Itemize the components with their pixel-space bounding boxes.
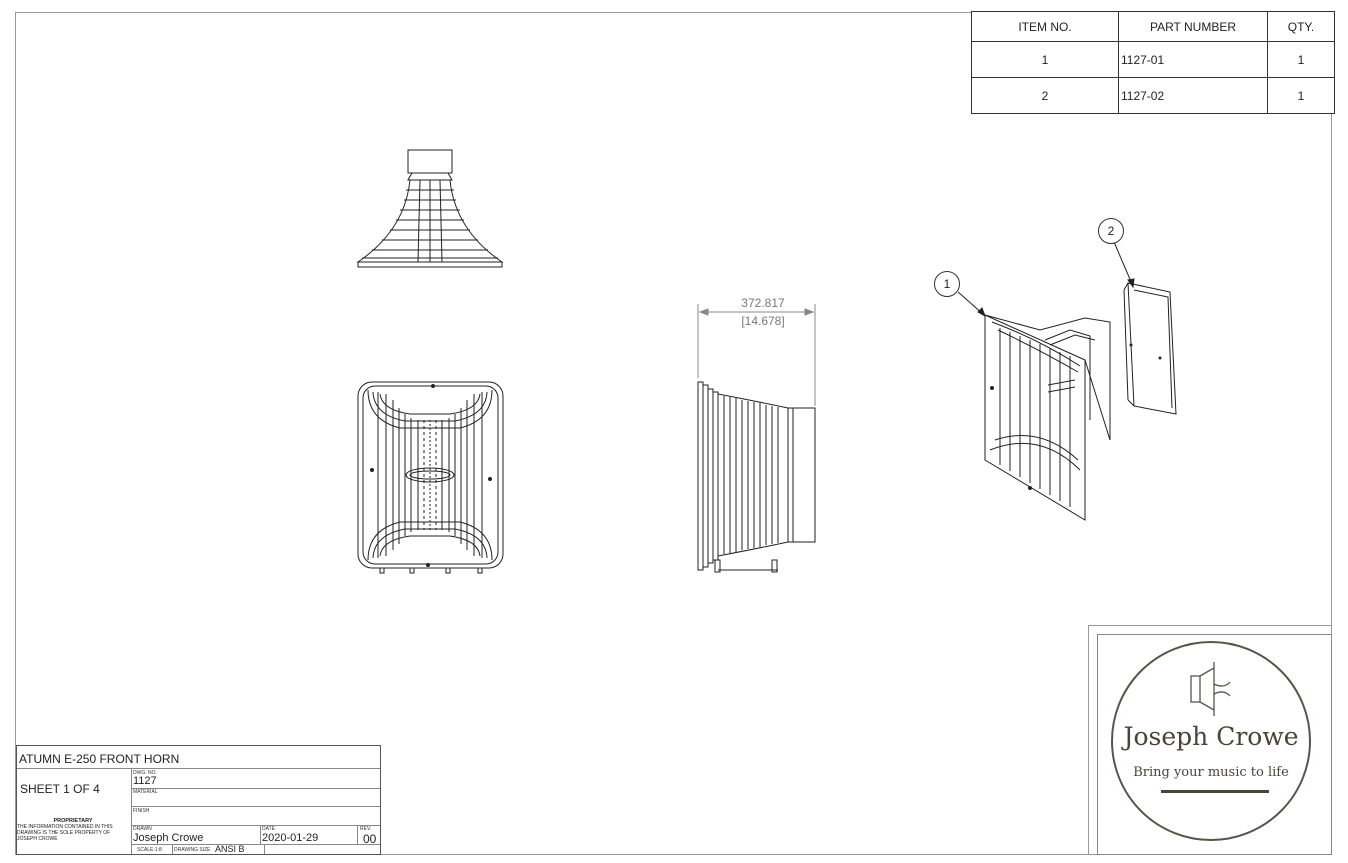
drawing-size-value: ANSI B — [215, 844, 245, 854]
bom-qty: 1 — [1267, 77, 1335, 114]
dimension-metric: 372.817 — [741, 296, 785, 310]
scale-label: SCALE:1:8 — [137, 847, 162, 853]
dimension-imperial: [14.678] — [741, 314, 785, 328]
proprietary-text: THE INFORMATION CONTAINED IN THIS DRAWIN… — [17, 824, 113, 842]
material-label: MATERIAL — [133, 789, 158, 795]
bom-header-qty: QTY. — [1267, 11, 1335, 42]
logo-underline — [1161, 790, 1269, 793]
drawing-sheet-border — [15, 12, 1332, 855]
logo-name: Joseph Crowe — [1123, 722, 1299, 751]
sheet-number: SHEET 1 OF 4 — [20, 782, 100, 796]
logo-inner-frame — [1097, 634, 1332, 855]
drawn-label: DRAWN — [133, 826, 152, 832]
date-label: DATE — [262, 826, 275, 832]
dwg-no-value: 1127 — [133, 775, 157, 787]
drawing-title: ATUMN E-250 FRONT HORN — [19, 752, 180, 766]
proprietary-label: PROPRIETARY — [53, 818, 93, 824]
bom-part-number: 1127-02 — [1118, 77, 1268, 114]
rev-value: 00 — [363, 832, 377, 846]
bom-row: 2 1127-02 1 — [971, 77, 1335, 114]
bom-part-number: 1127-01 — [1118, 41, 1268, 78]
logo-circle — [1111, 641, 1311, 841]
front-view — [357, 381, 504, 574]
top-view — [356, 149, 504, 268]
date-value: 2020-01-29 — [262, 832, 319, 844]
finish-label: FINISH — [133, 808, 150, 814]
isometric-view — [957, 241, 1177, 521]
title-block: ATUMN E-250 FRONT HORN SHEET 1 OF 4 PROP… — [16, 745, 381, 855]
drawing-size-label: DRAWING SIZE — [174, 847, 211, 853]
bom-item-no: 2 — [971, 77, 1119, 114]
dwg-no-label: DWG. NO. — [133, 770, 157, 776]
rev-label: REV. — [360, 826, 372, 832]
side-view — [697, 304, 816, 573]
logo-tagline: Bring your music to life — [1133, 765, 1289, 780]
proprietary-notice: PROPRIETARY THE INFORMATION CONTAINED IN… — [17, 818, 129, 842]
bom-row: 1 1127-01 1 — [971, 41, 1335, 78]
drawn-by: Joseph Crowe — [133, 832, 204, 844]
balloon-item-1: 1 — [934, 271, 960, 297]
bill-of-materials-table: ITEM NO. PART NUMBER QTY. 1 1127-01 1 2 … — [971, 11, 1335, 114]
bom-qty: 1 — [1267, 41, 1335, 78]
balloon-item-2: 2 — [1098, 218, 1124, 244]
